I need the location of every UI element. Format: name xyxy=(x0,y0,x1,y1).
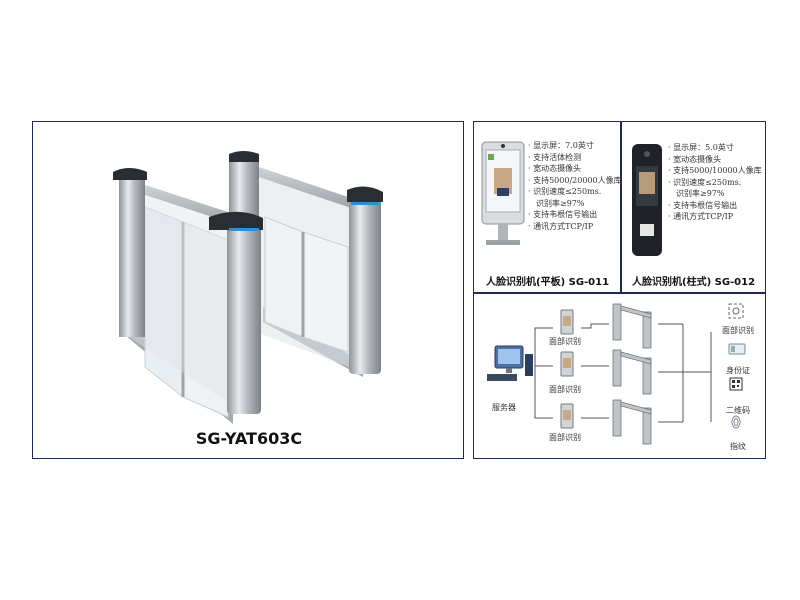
panel-divider-horizontal xyxy=(473,292,766,294)
mini-gate-3 xyxy=(612,399,652,445)
column-spec: · 识别速度≤250ms. xyxy=(668,177,742,187)
method-id-card-label: 身份证 xyxy=(726,366,750,375)
fingerprint-icon xyxy=(731,415,741,429)
tablet-spec: · 支持韦根信号输出 xyxy=(528,210,598,219)
system-diagram xyxy=(487,303,746,445)
column-spec: · 宽动态摄像头 xyxy=(668,154,722,164)
face-scan-icon xyxy=(728,303,744,319)
turnstile-gate-image xyxy=(113,151,383,424)
face-device-3 xyxy=(560,403,574,429)
method-fingerprint-label: 指纹 xyxy=(730,442,746,451)
tablet-spec: · 支持活体检测 xyxy=(528,152,582,162)
face-device-2 xyxy=(560,351,574,377)
column-spec: · 支持5000/10000人像库 xyxy=(668,166,762,175)
gate-model-label: SG-YAT603C xyxy=(195,429,303,448)
qr-code-icon xyxy=(729,377,743,391)
mini-gate-2 xyxy=(612,349,652,395)
id-card-icon xyxy=(728,343,746,355)
column-spec: 识别率≥97% xyxy=(676,189,725,198)
column-spec: · 通讯方式TCP/IP xyxy=(668,212,734,221)
column-device-title: 人脸识别机(柱式) SG-012 xyxy=(632,277,756,288)
tablet-device-title: 人脸识别机(平板) SG-011 xyxy=(486,277,610,288)
mini-gate-1 xyxy=(612,303,652,349)
computer-icon xyxy=(487,345,533,381)
tablet-device-image xyxy=(481,141,525,245)
column-device-image xyxy=(632,144,662,256)
face-label-1: 面部识别 xyxy=(549,337,581,346)
panel-divider-vertical xyxy=(620,121,622,293)
tablet-spec: · 支持5000/20000人像库 xyxy=(528,175,622,185)
face-label-3: 面部识别 xyxy=(549,433,581,442)
gate-panel: SG-YAT603C xyxy=(32,121,464,459)
tablet-spec: · 识别速度≤250ms. xyxy=(528,187,602,196)
face-device-1 xyxy=(560,309,574,335)
server-label: 服务器 xyxy=(492,403,516,412)
tablet-spec: 识别率≥97% xyxy=(536,198,585,208)
tablet-spec: · 通讯方式TCP/IP xyxy=(528,221,594,231)
column-spec-list: · 显示屏：5.0英寸 · 宽动态摄像头 · 支持5000/10000人像库 ·… xyxy=(668,142,762,223)
tablet-spec-list: · 显示屏：7.0英寸 · 支持活体检测 · 宽动态摄像头 · 支持5000/2… xyxy=(528,140,622,232)
column-spec: · 支持韦根信号输出 xyxy=(668,200,738,210)
tablet-spec: · 显示屏：7.0英寸 xyxy=(528,141,594,150)
tablet-spec: · 宽动态摄像头 xyxy=(528,164,582,173)
face-label-2: 面部识别 xyxy=(549,385,581,394)
method-qr-label: 二维码 xyxy=(726,406,750,415)
column-spec: · 显示屏：5.0英寸 xyxy=(668,143,734,152)
method-face-label: 面部识别 xyxy=(722,326,754,335)
